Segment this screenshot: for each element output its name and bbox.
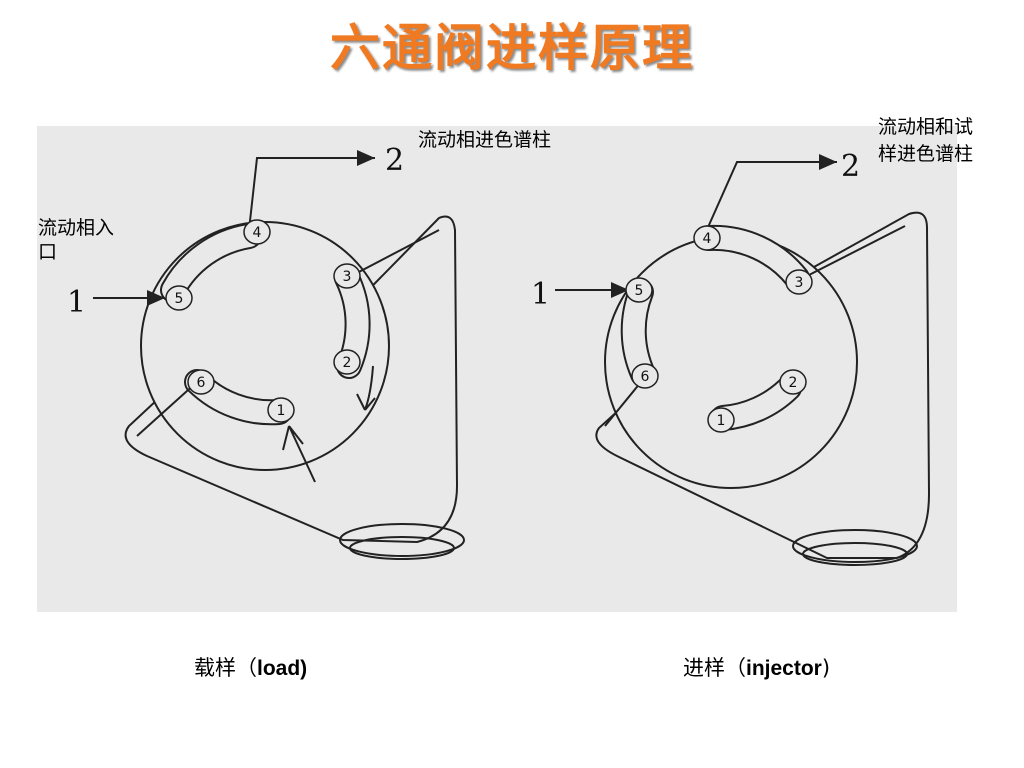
caption-inject-en: injector [746, 657, 822, 680]
slide-title: 六通阀进样原理 [330, 18, 694, 77]
svg-text:3: 3 [795, 275, 804, 291]
caption-load-cn: 载样（ [194, 656, 257, 680]
flow-arrow [356, 365, 376, 411]
port-6: 6 [631, 363, 659, 389]
label-to-column-inject-line1: 流动相和试 [878, 116, 974, 138]
marker-1-load: 1 [67, 285, 86, 320]
valve-base-ring-outer [792, 529, 918, 563]
caption-load: 载样（load) [194, 652, 307, 682]
valve-diagram: 1 2 4 5 3 2 6 1 1 2 [67, 143, 931, 566]
svg-text:2: 2 [789, 375, 798, 391]
svg-text:6: 6 [641, 369, 650, 385]
groove-4-5-inner [162, 225, 260, 301]
port-1: 1 [267, 397, 295, 423]
svg-text:6: 6 [197, 375, 206, 391]
svg-text:4: 4 [253, 225, 262, 241]
port3-line [806, 225, 906, 277]
port6-line [604, 381, 642, 427]
valve-load [93, 150, 465, 560]
caption-injector: 进样（injector) [683, 652, 830, 682]
caption-load-en: load) [257, 657, 308, 680]
outlet-line-2 [704, 154, 837, 235]
valve-stand [595, 211, 931, 559]
port6-line [136, 381, 198, 437]
svg-text:3: 3 [343, 269, 352, 285]
caption-inject-close: ) [821, 656, 831, 680]
svg-text:1: 1 [277, 403, 286, 419]
svg-text:2: 2 [343, 355, 352, 371]
port-6: 6 [187, 369, 215, 395]
valve-base-ring-inner [802, 542, 908, 566]
caption-inject-cn: 进样（ [683, 656, 746, 680]
groove-5-6-inner [622, 281, 654, 385]
label-to-column-inject-line2: 样进色谱柱 [878, 143, 974, 165]
svg-text:1: 1 [717, 413, 726, 429]
valve-base-ring-inner [349, 536, 455, 560]
port-2: 2 [779, 369, 807, 395]
outlet-line-2 [248, 150, 375, 231]
valve-stand [124, 215, 459, 544]
ports-load: 4 5 3 2 6 1 [165, 219, 361, 423]
marker-2-injector: 2 [841, 149, 860, 184]
marker-1-injector: 1 [531, 277, 550, 312]
port-5: 5 [625, 277, 653, 303]
port-1: 1 [707, 407, 735, 433]
diagram-panel: 1 2 4 5 3 2 6 1 1 2 [37, 126, 957, 612]
svg-text:4: 4 [703, 231, 712, 247]
ports-injector: 4 3 5 6 2 1 [625, 225, 813, 433]
label-mobile-phase-inlet: 流动相入口 [38, 217, 115, 263]
sample-in-arrow [282, 425, 316, 483]
port-3: 3 [333, 263, 361, 289]
valve-base-ring-outer [339, 523, 465, 557]
port-2: 2 [333, 349, 361, 375]
port-5: 5 [165, 285, 193, 311]
port-4: 4 [693, 225, 721, 251]
valve-injector [555, 154, 931, 566]
marker-2-load: 2 [385, 143, 404, 178]
svg-text:5: 5 [175, 291, 184, 307]
svg-text:5: 5 [635, 283, 644, 299]
port3-line [354, 229, 440, 275]
label-to-column-load: 流动相进色谱柱 [418, 129, 552, 151]
port-3: 3 [785, 269, 813, 295]
port-4: 4 [243, 219, 271, 245]
